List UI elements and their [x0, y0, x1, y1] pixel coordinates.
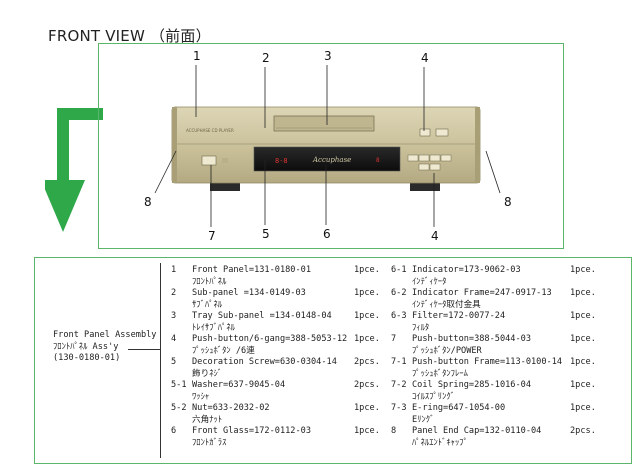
part-number-index: 2: [171, 288, 177, 298]
part-name: Push-button/6-gang=388-5053-12: [192, 334, 348, 344]
part-number-index: 7-2: [391, 380, 407, 390]
part-name-kana: ﾌﾛﾝﾄｶﾞﾗｽ: [192, 437, 227, 448]
part-name-kana: ﾜｯｼｬ: [192, 391, 210, 402]
part-number-index: 1: [171, 265, 177, 275]
part-name: Front Panel=131-0180-01: [192, 265, 311, 275]
part-number-index: 5: [171, 357, 177, 367]
svg-text:8-8: 8-8: [275, 157, 288, 165]
part-name-kana: ﾌﾛﾝﾄﾊﾟﾈﾙ: [192, 276, 227, 287]
part-name-kana: ﾌﾟｯｼｭﾎﾞﾀﾝﾌﾚｰﾑ: [412, 368, 468, 379]
part-name-kana: 飾りﾈｼﾞ: [192, 368, 223, 379]
part-name: Indicator=173-9062-03: [412, 265, 521, 275]
part-name-kana: ｲﾝﾃﾞｨｹｰﾀ: [412, 276, 447, 287]
part-number-index: 6-3: [391, 311, 407, 321]
part-number-index: 3: [171, 311, 177, 321]
svg-text:ACCUPHASE CD PLAYER: ACCUPHASE CD PLAYER: [186, 128, 234, 133]
part-quantity: 1pce.: [354, 265, 380, 275]
front-view-photo-frame: ACCUPHASE CD PLAYER 8-8 Accuphase 8: [98, 43, 564, 249]
part-quantity: 1pce.: [354, 403, 380, 413]
part-number-index: 8: [391, 426, 397, 436]
part-name: Push-button=388-5044-03: [412, 334, 531, 344]
callout-4-bottom: 4: [431, 229, 439, 243]
callout-6: 6: [323, 227, 331, 241]
part-quantity: 1pce.: [354, 288, 380, 298]
part-name: E-ring=647-1054-00: [412, 403, 506, 413]
callout-8-left: 8: [144, 195, 152, 209]
assembly-code: (130-0180-01): [53, 353, 121, 363]
assembly-label: Front Panel Assembly ﾌﾛﾝﾄﾊﾟﾈﾙ Ass'y (130…: [53, 330, 156, 365]
svg-text:8: 8: [376, 157, 380, 164]
bracket-connector: [128, 349, 160, 350]
part-number-index: 7: [391, 334, 397, 344]
part-name-kana: ﾊﾟﾈﾙｴﾝﾄﾞｷｬｯﾌﾟ: [412, 437, 468, 448]
part-number-index: 7-1: [391, 357, 407, 367]
svg-text:Accuphase: Accuphase: [312, 156, 351, 164]
part-number-index: 5-2: [171, 403, 187, 413]
part-quantity: 1pce.: [570, 311, 596, 321]
part-name: Front Glass=172-0112-03: [192, 426, 311, 436]
page-title: FRONT VIEW （前面）: [48, 27, 211, 45]
callout-5: 5: [262, 227, 270, 241]
part-name-kana: ﾌﾟｯｼｭﾎﾞﾀﾝ/POWER: [412, 345, 482, 356]
part-quantity: 1pce.: [570, 334, 596, 344]
part-name: Coil Spring=285-1016-04: [412, 380, 531, 390]
part-quantity: 2pcs.: [354, 380, 380, 390]
part-name-kana: 六角ﾅｯﾄ: [192, 414, 223, 425]
callout-2: 2: [262, 51, 270, 65]
part-name-kana: ｺｲﾙｽﾌﾟﾘﾝｸﾞ: [412, 391, 455, 402]
part-quantity: 1pce.: [354, 334, 380, 344]
part-name: Tray Sub-panel =134-0148-04: [192, 311, 332, 321]
part-name: Washer=637-9045-04: [192, 380, 286, 390]
part-name-kana: ｻﾌﾞﾊﾟﾈﾙ: [192, 299, 223, 310]
part-name: Nut=633-2032-02: [192, 403, 270, 413]
part-quantity: 1pce.: [570, 380, 596, 390]
part-name-kana: ﾄﾚｲｻﾌﾞﾊﾟﾈﾙ: [192, 322, 235, 333]
part-quantity: 1pce.: [354, 311, 380, 321]
part-number-index: 6: [171, 426, 177, 436]
part-name: Decoration Screw=630-0304-14: [192, 357, 337, 367]
part-name: Indicator Frame=247-0917-13: [412, 288, 552, 298]
assembly-title: Front Panel Assembly: [53, 330, 157, 340]
part-number-index: 6-2: [391, 288, 407, 298]
callout-1: 1: [193, 49, 201, 63]
callout-8-right: 8: [504, 195, 512, 209]
part-quantity: 1pce.: [354, 426, 380, 436]
part-name-kana: ﾌｨﾙﾀ: [412, 322, 430, 333]
part-quantity: 2pcs.: [354, 357, 380, 367]
bracket-line: [160, 263, 161, 458]
device-front-panel-image: ACCUPHASE CD PLAYER 8-8 Accuphase 8: [154, 65, 501, 227]
arrow-down-icon: [45, 108, 103, 232]
part-name: Push-button Frame=113-0100-14: [412, 357, 563, 367]
part-name: Sub-panel =134-0149-03: [192, 288, 306, 298]
part-number-index: 7-3: [391, 403, 407, 413]
part-number-index: 4: [171, 334, 177, 344]
part-quantity: 1pce.: [570, 403, 596, 413]
part-name-kana: ｲﾝﾃﾞｨｹｰﾀ取付金具: [412, 299, 481, 310]
part-number-index: 5-1: [171, 380, 187, 390]
callout-3: 3: [324, 49, 332, 63]
callout-7: 7: [208, 229, 216, 243]
part-name: Panel End Cap=132-0110-04: [412, 426, 542, 436]
parts-list-frame: [34, 257, 632, 464]
part-quantity: 1pce.: [570, 265, 596, 275]
part-number-index: 6-1: [391, 265, 407, 275]
part-quantity: 1pce.: [570, 357, 596, 367]
part-name-kana: ﾌﾟｯｼｭﾎﾞﾀﾝ /6連: [192, 345, 255, 356]
part-name: Filter=172-0077-24: [412, 311, 506, 321]
part-quantity: 2pcs.: [570, 426, 596, 436]
part-name-kana: Eﾘﾝｸﾞ: [412, 414, 435, 425]
callout-4-top: 4: [421, 51, 429, 65]
part-quantity: 1pce.: [570, 288, 596, 298]
assembly-kana: ﾌﾛﾝﾄﾊﾟﾈﾙ Ass'y: [53, 341, 119, 352]
